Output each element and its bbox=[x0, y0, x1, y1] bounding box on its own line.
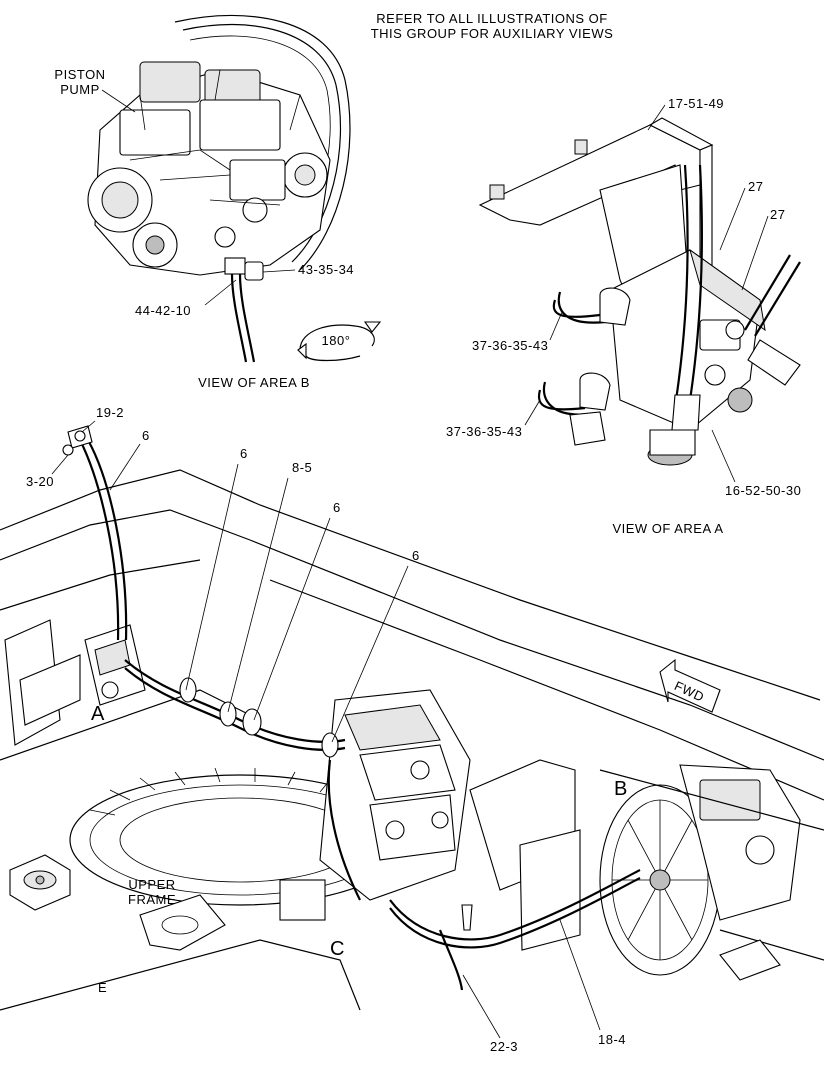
callout-6-c-text: 6 bbox=[333, 500, 341, 515]
fwd-arrow: FWD bbox=[659, 658, 721, 713]
upper-frame-label-line-1: UPPER bbox=[128, 877, 175, 892]
area-letter-e: E bbox=[98, 980, 107, 995]
callout-6-d-text: 6 bbox=[412, 548, 420, 563]
reference-note-line-2: THIS GROUP FOR AUXILIARY VIEWS bbox=[371, 26, 614, 41]
area-letter-a: A bbox=[91, 703, 105, 725]
piston-pump-label-line-2: PUMP bbox=[60, 82, 100, 97]
callout-18-4: 18-4 bbox=[559, 919, 626, 1047]
callout-22-3: 22-3 bbox=[462, 974, 518, 1054]
callout-19-2: 19-2 bbox=[81, 405, 124, 433]
callout-16-52-50-30: 16-52-50-30 bbox=[711, 429, 801, 498]
callout-17-51-49: 17-51-49 bbox=[647, 96, 724, 131]
callout-27-b: 27 bbox=[741, 207, 785, 291]
callout-27-a-text: 27 bbox=[748, 179, 763, 194]
callout-6-d: 6 bbox=[331, 548, 420, 743]
callout-37-36-35-43-a-text: 37-36-35-43 bbox=[472, 338, 548, 353]
callout-22-3-text: 22-3 bbox=[490, 1039, 518, 1054]
area-letter-b: B bbox=[614, 778, 627, 800]
upper-frame-label-line-2: FRAME bbox=[128, 892, 176, 907]
callout-3-20: 3-20 bbox=[26, 454, 69, 489]
callout-17-51-49-text: 17-51-49 bbox=[668, 96, 724, 111]
upper-frame-label: UPPER FRAME bbox=[128, 877, 176, 907]
piston-pump-label: PISTON PUMP bbox=[54, 67, 136, 113]
view-area-b-illustration bbox=[87, 14, 351, 363]
view-area-a-illustration bbox=[478, 117, 801, 466]
callout-3-20-text: 3-20 bbox=[26, 474, 54, 489]
callout-8-5-text: 8-5 bbox=[292, 460, 312, 475]
callout-6-b: 6 bbox=[185, 446, 248, 691]
callout-27-a: 27 bbox=[719, 179, 763, 251]
callout-6-c: 6 bbox=[253, 500, 341, 721]
callout-44-42-10: 44-42-10 bbox=[135, 279, 237, 318]
callout-19-2-text: 19-2 bbox=[96, 405, 124, 420]
callout-6-a-text: 6 bbox=[142, 428, 150, 443]
callout-43-35-34: 43-35-34 bbox=[262, 262, 354, 277]
callout-27-b-text: 27 bbox=[770, 207, 785, 222]
rotation-label: 180° bbox=[322, 333, 351, 348]
area-letter-c: C bbox=[330, 938, 344, 960]
reference-note: REFER TO ALL ILLUSTRATIONS OF THIS GROUP… bbox=[371, 11, 614, 41]
upper-frame-illustration bbox=[0, 469, 824, 1011]
view-area-a-caption: VIEW OF AREA A bbox=[612, 521, 723, 536]
callout-6-a: 6 bbox=[109, 428, 150, 491]
callout-16-52-50-30-text: 16-52-50-30 bbox=[725, 483, 801, 498]
piston-pump-label-line-1: PISTON bbox=[54, 67, 105, 82]
callout-18-4-text: 18-4 bbox=[598, 1032, 626, 1047]
hose-routing bbox=[62, 425, 641, 991]
callout-6-b-text: 6 bbox=[240, 446, 248, 461]
view-area-b-caption: VIEW OF AREA B bbox=[198, 375, 310, 390]
callout-37-36-35-43-a: 37-36-35-43 bbox=[472, 311, 563, 353]
rotation-arrow: 180° bbox=[297, 321, 382, 362]
callout-37-36-35-43-b-text: 37-36-35-43 bbox=[446, 424, 522, 439]
reference-note-line-1: REFER TO ALL ILLUSTRATIONS OF bbox=[376, 11, 607, 26]
callout-37-36-35-43-b: 37-36-35-43 bbox=[446, 399, 541, 439]
callout-8-5: 8-5 bbox=[227, 460, 312, 713]
callout-43-35-34-text: 43-35-34 bbox=[298, 262, 354, 277]
callout-44-42-10-text: 44-42-10 bbox=[135, 303, 191, 318]
